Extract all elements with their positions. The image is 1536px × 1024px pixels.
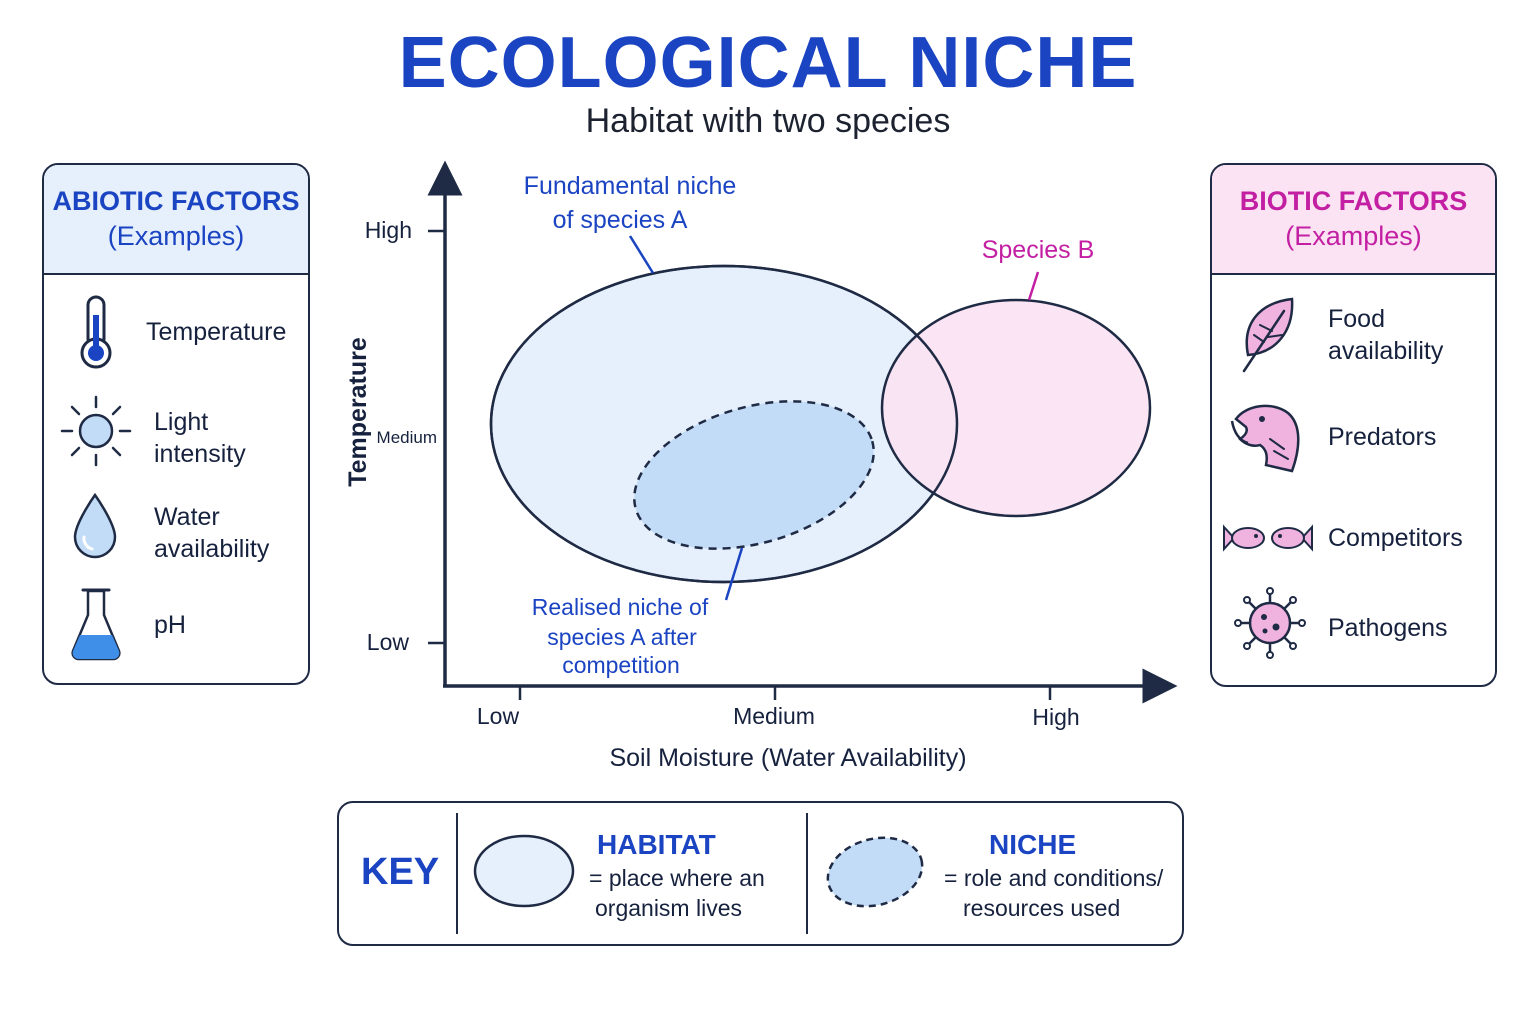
biotic-heading-sub: (Examples) [1285, 221, 1422, 251]
biotic-item-predators: Predators [1328, 423, 1437, 451]
key-divider-1 [456, 813, 458, 934]
legend-key: KEY HABITAT = place where an organism li… [337, 801, 1184, 946]
key-divider-2 [806, 813, 808, 934]
y-tick-label-low: Low [367, 629, 410, 655]
key-niche-desc-2: resources used [963, 895, 1121, 921]
x-tick-label-low: Low [477, 703, 520, 729]
biotic-heading: BIOTIC FACTORS [1239, 186, 1468, 216]
abiotic-item-light-intensity: Light intensity [154, 408, 246, 468]
fundamental-niche-species-a [489, 264, 959, 584]
abiotic-item-temperature: Temperature [146, 318, 287, 346]
fundamental-niche-label-1: Fundamental niche [524, 172, 737, 200]
species-b-callout-line [1027, 271, 1040, 301]
realised-niche-label-1: Realised niche of [532, 594, 709, 620]
niche-swatch [826, 836, 924, 908]
abiotic-item-ph: pH [154, 611, 186, 639]
key-habitat-term: HABITAT [597, 829, 716, 860]
key-habitat-desc-1: = place where an [589, 865, 765, 891]
realised-niche-label-2: species A after [547, 624, 697, 650]
fundamental-niche-label-2: of species A [553, 206, 688, 234]
key-niche-term: NICHE [989, 829, 1077, 860]
fish-icon [1223, 524, 1313, 552]
y-axis-label: Temperature [344, 337, 372, 487]
fundamental-niche-outline [489, 264, 959, 584]
species-b-niche [880, 298, 1152, 518]
realised-niche-label-3: competition [562, 652, 680, 678]
species-b-label: Species B [982, 236, 1095, 264]
key-niche-desc-1: = role and conditions/ [944, 865, 1164, 891]
sun-icon [60, 395, 132, 467]
fundamental-callout-line [628, 235, 655, 274]
water-drop-icon [73, 492, 117, 559]
x-tick-label-high: High [1032, 704, 1079, 730]
biotic-item-competitors: Competitors [1328, 524, 1463, 552]
key-habitat-desc-2: organism lives [595, 895, 742, 921]
thermometer-icon [80, 295, 112, 369]
biotic-factors-panel: BIOTIC FACTORS (Examples) Food availabil… [1210, 163, 1497, 687]
realised-niche-species-a [633, 400, 875, 550]
abiotic-heading: ABIOTIC FACTORS [52, 186, 300, 216]
flask-icon [71, 588, 121, 661]
habitat-swatch [473, 834, 575, 908]
eagle-icon [1230, 404, 1300, 473]
key-title: KEY [361, 851, 440, 893]
y-tick-label-high: High [365, 217, 412, 243]
leaf-icon [1242, 297, 1294, 373]
x-axis-label: Soil Moisture (Water Availability) [609, 744, 966, 772]
virus-icon [1234, 587, 1306, 659]
y-tick-label-medium: Medium [377, 428, 437, 447]
abiotic-panel-header: ABIOTIC FACTORS (Examples) [44, 165, 308, 275]
biotic-panel-header: BIOTIC FACTORS (Examples) [1212, 165, 1495, 275]
x-tick-label-medium: Medium [733, 703, 815, 729]
abiotic-heading-sub: (Examples) [107, 221, 245, 251]
page-title: ECOLOGICAL NICHE [398, 23, 1138, 103]
page-subtitle: Habitat with two species [585, 102, 951, 140]
biotic-item-food-availability: Food availability [1328, 305, 1444, 365]
abiotic-factors-panel: ABIOTIC FACTORS (Examples) Temperature L… [42, 163, 310, 685]
biotic-item-pathogens: Pathogens [1328, 614, 1448, 642]
abiotic-item-water-availability: Water availability [154, 503, 270, 563]
realised-callout-line [724, 547, 744, 601]
